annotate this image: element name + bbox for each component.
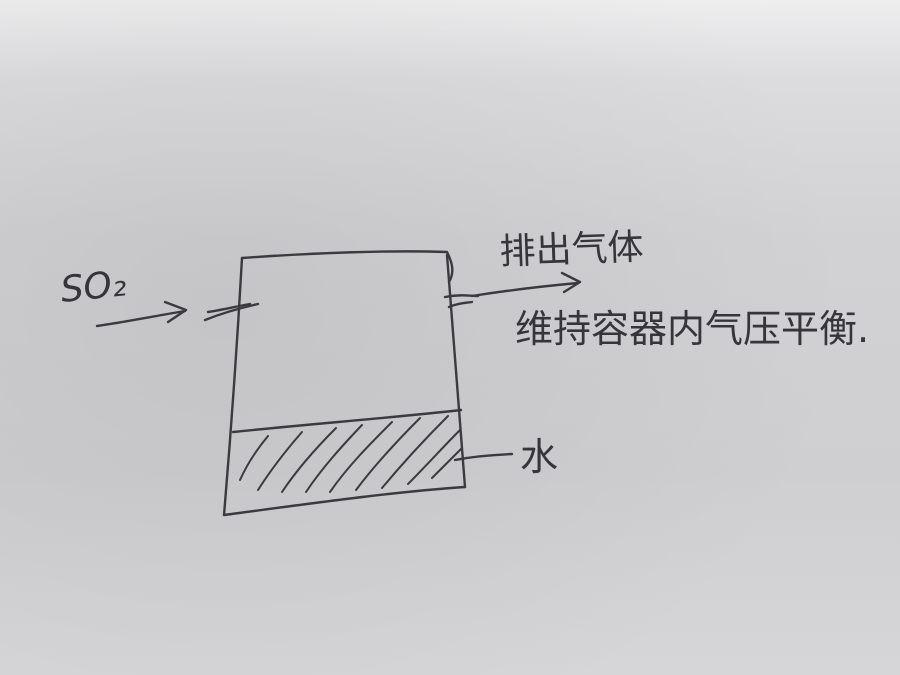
water-leader-line (453, 452, 514, 462)
inlet-tube (95, 300, 260, 328)
vessel-left-wall (222, 256, 244, 517)
container-vessel (222, 250, 467, 517)
water-layer (231, 408, 463, 493)
inlet-arrow-head (163, 300, 188, 324)
inlet-tube-line (203, 302, 260, 322)
gas-in-label: SO₂ (59, 263, 129, 311)
inlet-tube-line-2 (206, 302, 252, 314)
outlet-tube-stub-2 (447, 300, 474, 309)
vessel-lid (240, 250, 454, 284)
outlet-arrow-shaft (470, 281, 580, 298)
purpose-label: 维持容器内气压平衡. (515, 307, 869, 351)
exhaust-label: 排出气体 (499, 227, 644, 273)
water-hatching (239, 415, 463, 493)
outlet-tube (443, 271, 582, 309)
water-label: 水 (520, 435, 558, 479)
water-surface (231, 408, 463, 434)
vessel-right-wall (445, 253, 467, 489)
vessel-bottom (222, 485, 467, 517)
outlet-arrow-head (560, 271, 582, 294)
inlet-arrow-shaft (95, 309, 187, 328)
